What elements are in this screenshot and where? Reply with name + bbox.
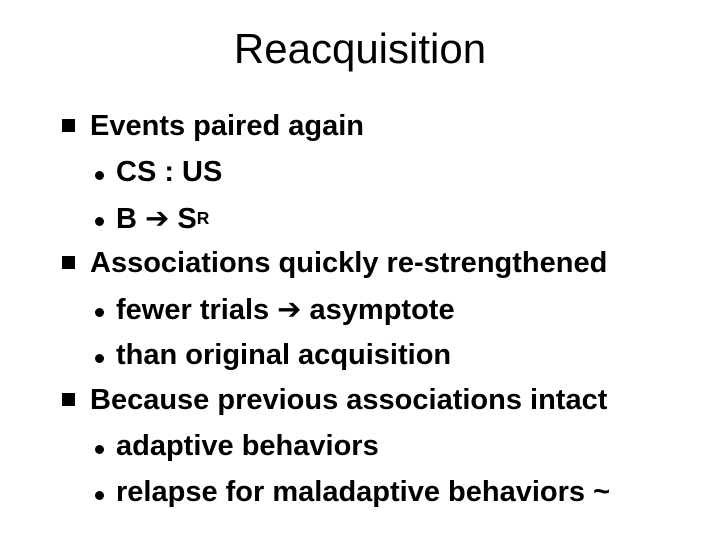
circle-bullet-icon [95, 353, 104, 363]
bullet-text: relapse for maladaptive behaviors ~ [116, 475, 611, 508]
circle-bullet-icon [95, 490, 104, 500]
bullet-text: CS : US [116, 156, 223, 189]
bullet-text: than original acquisition [116, 338, 452, 371]
bullet-text: adaptive behaviors [116, 430, 379, 463]
circle-bullet-icon [95, 308, 104, 318]
bullet-text: B ➔ S [116, 202, 197, 235]
circle-bullet-icon [95, 171, 104, 181]
square-bullet-icon [62, 119, 75, 133]
circle-bullet-icon [95, 445, 104, 455]
square-bullet-icon [62, 256, 75, 270]
superscript-text: R [196, 207, 210, 228]
page-title: Reacquisition [233, 25, 487, 72]
bullet-text: Events paired again [90, 110, 364, 143]
list-item: Events paired again [0, 104, 720, 150]
list-item: relapse for maladaptive behaviors ~ [0, 470, 720, 516]
circle-bullet-icon [95, 216, 104, 226]
bullet-text: fewer trials ➔ asymptote [116, 294, 455, 327]
list-item: adaptive behaviors [0, 424, 720, 470]
list-item: Associations quickly re-strengthened [0, 241, 720, 287]
list-item: fewer trials ➔ asymptote [0, 287, 720, 333]
square-bullet-icon [62, 393, 75, 407]
bullet-text: Associations quickly re-strengthened [90, 247, 608, 280]
list-item: than original acquisition [0, 332, 720, 378]
list-item: CS : US [0, 150, 720, 196]
list-item: Because previous associations intact [0, 378, 720, 424]
bullet-text: Because previous associations intact [90, 384, 608, 417]
